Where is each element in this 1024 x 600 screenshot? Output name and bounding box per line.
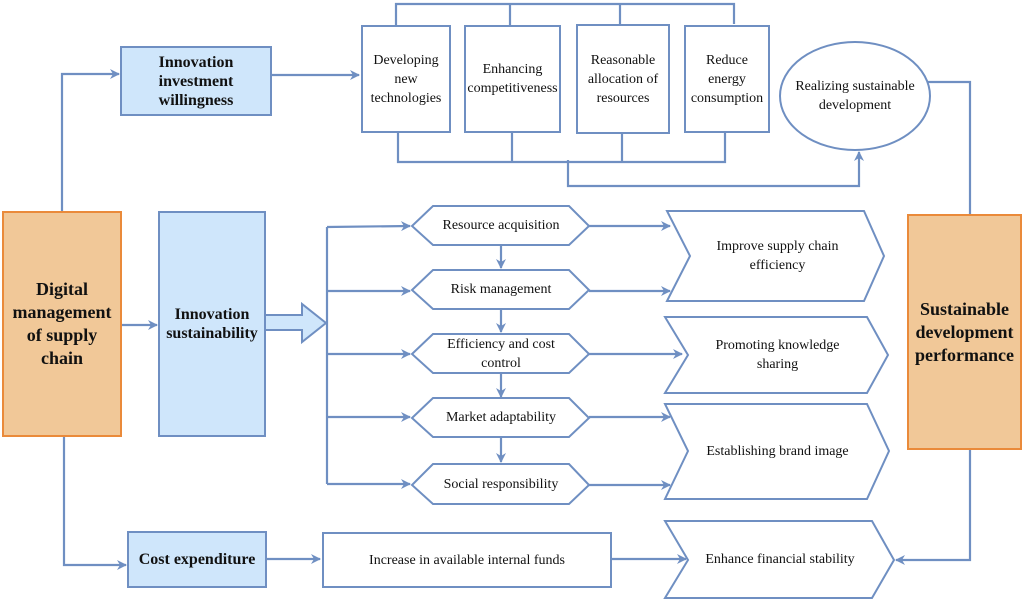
outcome-label-4: Reduce energy consumption bbox=[690, 52, 764, 106]
block-arrow-sustainability bbox=[264, 301, 328, 345]
step-label-3: Efficiency and cost control bbox=[447, 337, 555, 371]
digital-management-label: Digital management of supply chain bbox=[12, 279, 112, 368]
arrow-performance-to-realizing bbox=[916, 77, 972, 214]
arrow-digital-to-cost bbox=[62, 437, 127, 570]
outcome-label-3: Reasonable allocation of resources bbox=[587, 52, 659, 106]
hex-efficiency bbox=[410, 333, 591, 374]
effect-label-1: Improve supply chain efficiency bbox=[716, 239, 839, 273]
chevron-knowledge-sharing bbox=[663, 316, 890, 394]
arrow-to-resource bbox=[326, 221, 411, 232]
innovation-investment-label: Innovation investment willingness bbox=[158, 53, 234, 109]
step-label-4: Market adaptability bbox=[445, 410, 557, 425]
internal-funds-box: Increase in available internal funds bbox=[322, 532, 612, 588]
cost-expenditure-box: Cost expenditure bbox=[127, 531, 267, 588]
arrow-outcomes-to-realizing bbox=[566, 151, 864, 188]
innovation-sustainability-box: Innovation sustainability bbox=[158, 211, 266, 437]
effect-label-4: Enhance financial stability bbox=[705, 552, 855, 567]
cost-expenditure-label: Cost expenditure bbox=[138, 551, 256, 568]
effect-label-3: Establishing brand image bbox=[706, 444, 849, 459]
arrow-performance-to-financial bbox=[895, 450, 972, 565]
innovation-sustainability-label: Innovation sustainability bbox=[166, 306, 258, 342]
outcome-label-1: Developing new technologies bbox=[370, 52, 442, 106]
step-label-1: Resource acquisition bbox=[442, 218, 560, 233]
outcome-box-2: Enhancing competitiveness bbox=[464, 25, 561, 133]
outcome-box-4: Reduce energy consumption bbox=[684, 25, 770, 133]
realizing-ellipse bbox=[779, 41, 931, 151]
hex-risk bbox=[410, 269, 591, 310]
outcome-label-2: Enhancing competitiveness bbox=[467, 62, 558, 96]
innovation-investment-box: Innovation investment willingness bbox=[120, 46, 272, 116]
chevron-financial-stability bbox=[663, 520, 896, 599]
chevron-brand-image bbox=[663, 403, 891, 500]
step-label-2: Risk management bbox=[450, 282, 552, 297]
chevron-supply-efficiency bbox=[665, 210, 886, 302]
step-label-5: Social responsibility bbox=[443, 476, 559, 492]
effect-label-2: Promoting knowledge sharing bbox=[715, 338, 840, 372]
outcome-box-1: Developing new technologies bbox=[361, 25, 451, 133]
realizing-label: Realizing sustainable development bbox=[795, 79, 915, 113]
performance-label: Sustainable development performance bbox=[915, 298, 1014, 365]
hex-market bbox=[410, 397, 591, 438]
hex-social bbox=[410, 463, 591, 505]
arrow-digital-to-investment bbox=[60, 69, 120, 212]
outcomes-bottom-bracket bbox=[396, 132, 727, 164]
internal-funds-label: Increase in available internal funds bbox=[369, 552, 565, 568]
digital-management-box: Digital management of supply chain bbox=[2, 211, 122, 437]
hex-resource bbox=[410, 205, 591, 246]
outcome-box-3: Reasonable allocation of resources bbox=[576, 24, 670, 134]
outcomes-top-bracket bbox=[394, 2, 736, 25]
performance-box: Sustainable development performance bbox=[907, 214, 1022, 450]
